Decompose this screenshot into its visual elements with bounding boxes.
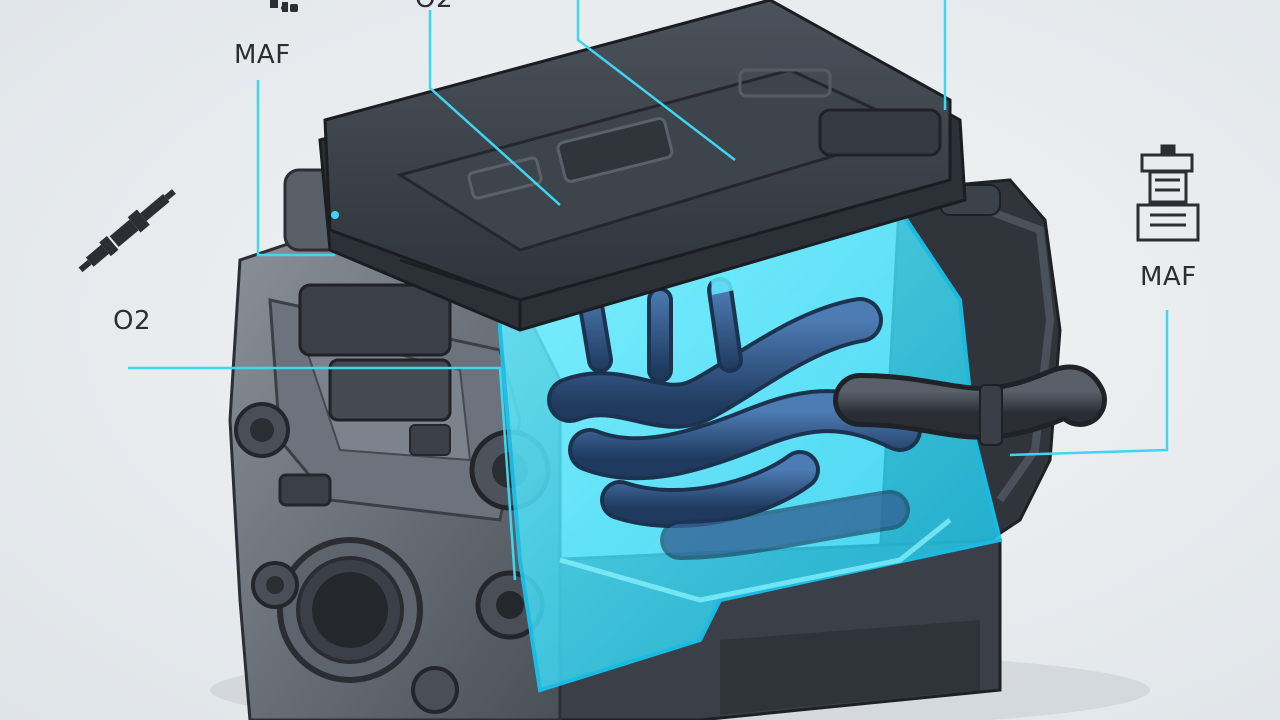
oil-pan-panel bbox=[720, 620, 980, 715]
exhaust-clamp bbox=[979, 384, 1003, 446]
callout-dot bbox=[331, 211, 339, 219]
callout-line-o2-top bbox=[428, 10, 561, 206]
callout-lines bbox=[128, 0, 1169, 581]
o2-label-left: O2 bbox=[113, 306, 152, 336]
valve-cover-edge bbox=[399, 258, 522, 330]
valve-cover-slot bbox=[467, 156, 543, 200]
right-housing-ridge bbox=[958, 196, 1055, 503]
o2-label-top: O2 bbox=[415, 0, 453, 14]
block-intake-box-lower bbox=[328, 358, 452, 422]
valve-cover-badge bbox=[556, 117, 674, 183]
callout-line-o2-left bbox=[128, 366, 517, 581]
sensor-icon bbox=[270, 0, 298, 12]
valve-cover-cap bbox=[818, 108, 942, 157]
maf-label-left: MAF bbox=[234, 40, 291, 70]
callout-line-maf-right bbox=[1009, 310, 1169, 457]
transparent-highlight bbox=[559, 518, 952, 603]
exhaust-pipe-body bbox=[838, 369, 1102, 435]
valve-cover-vent bbox=[738, 68, 832, 98]
block-intake-box bbox=[298, 283, 452, 357]
pulleys bbox=[234, 402, 551, 714]
maf-label-right: MAF bbox=[1140, 262, 1197, 292]
o2-sensor-icon bbox=[78, 189, 176, 273]
callout-line-maf-left bbox=[256, 80, 335, 257]
maf-sensor-icon bbox=[1136, 144, 1200, 242]
callout-line-top-center bbox=[576, 0, 736, 161]
